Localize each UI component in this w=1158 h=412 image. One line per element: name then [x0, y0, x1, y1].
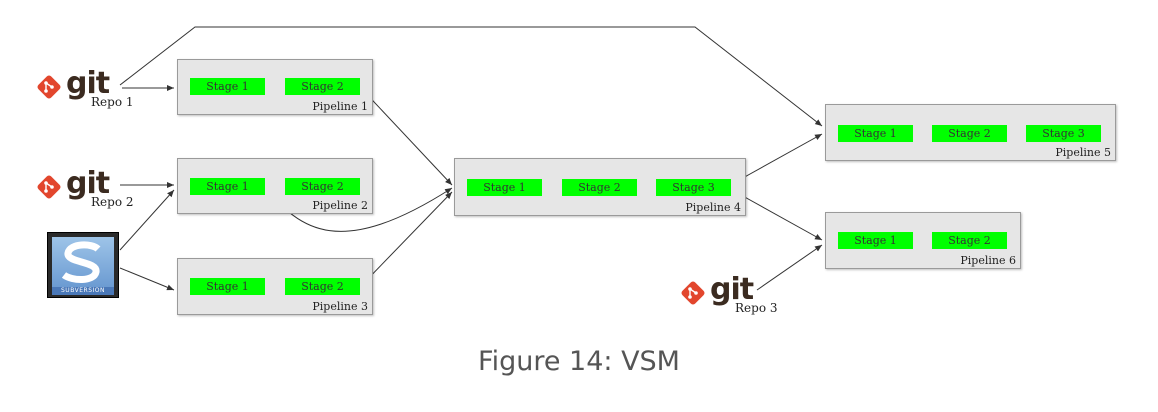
- pipeline-label: Pipeline 5: [1055, 146, 1111, 159]
- repo-label: Repo 2: [91, 195, 134, 209]
- pipeline-5: Stage 1 Stage 2 Stage 3 Pipeline 5: [825, 104, 1116, 161]
- repo-label: Repo 1: [91, 95, 134, 109]
- stage-box: Stage 2: [285, 178, 360, 195]
- subversion-s-icon: [61, 241, 101, 283]
- git-logo-icon: [37, 175, 61, 199]
- pipeline-3: Stage 1 Stage 2 Pipeline 3: [177, 258, 373, 315]
- git-wordmark: git: [66, 66, 110, 101]
- stage-box: Stage 1: [838, 125, 913, 142]
- stage-box: Stage 2: [932, 232, 1007, 249]
- stage-box: Stage 3: [656, 179, 731, 196]
- git-wordmark: git: [710, 272, 754, 307]
- edge-svn-pipeline2: [119, 189, 175, 251]
- stage-box: Stage 2: [285, 278, 360, 295]
- pipeline-6: Stage 1 Stage 2 Pipeline 6: [825, 212, 1021, 269]
- pipeline-label: Pipeline 4: [685, 201, 741, 214]
- pipeline-2: Stage 1 Stage 2 Pipeline 2: [177, 158, 373, 214]
- edge-repo1-pipeline5: [119, 26, 823, 127]
- subversion-logo-icon: SUBVERSION: [47, 232, 119, 298]
- vsm-diagram: git Repo 1 git Repo 2 git Repo 3 SUBVERS…: [37, 26, 1116, 315]
- repo-label: Repo 3: [735, 301, 778, 315]
- pipeline-label: Pipeline 3: [312, 300, 368, 313]
- stage-box: Stage 1: [190, 278, 265, 295]
- pipeline-1: Stage 1 Stage 2 Pipeline 1: [177, 59, 373, 115]
- stage-box: Stage 2: [285, 78, 360, 95]
- stage-box: Stage 1: [190, 78, 265, 95]
- edge-p4s3-pipeline6: [731, 189, 823, 241]
- git-logo-icon: [681, 281, 705, 305]
- edge-p1s2-pipeline4: [359, 86, 453, 186]
- edge-svn-pipeline3: [119, 267, 175, 291]
- figure-caption: Figure 14: VSM: [478, 346, 680, 377]
- subversion-wordmark: SUBVERSION: [52, 287, 114, 295]
- stage-box: Stage 3: [1026, 125, 1101, 142]
- stage-box: Stage 2: [562, 179, 637, 196]
- pipeline-label: Pipeline 6: [960, 254, 1016, 267]
- pipeline-4: Stage 1 Stage 2 Stage 3 Pipeline 4: [454, 158, 746, 216]
- stage-box: Stage 1: [190, 178, 265, 195]
- stage-box: Stage 2: [932, 125, 1007, 142]
- git-logo-icon: [37, 75, 61, 99]
- git-wordmark: git: [66, 166, 110, 201]
- pipeline-label: Pipeline 2: [312, 199, 368, 212]
- stage-box: Stage 1: [467, 179, 542, 196]
- edge-repo3-pipeline6: [756, 244, 823, 291]
- edge-p4s3-pipeline5: [731, 133, 823, 185]
- stage-box: Stage 1: [838, 232, 913, 249]
- edge-p3s2-pipeline4: [359, 191, 453, 288]
- pipeline-label: Pipeline 1: [312, 100, 368, 113]
